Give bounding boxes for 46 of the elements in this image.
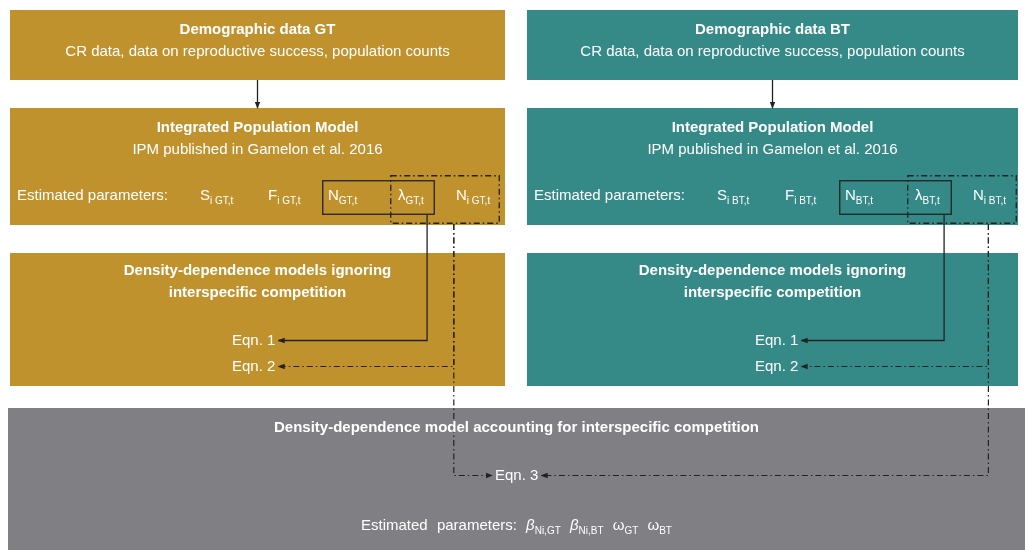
parameter-symbol: N$_{GT,t}$ [328,186,358,206]
parameter-symbol: λ$_{GT,t}$ [398,186,424,206]
arrow [800,214,945,344]
arrow [453,223,493,479]
parameter-group-frame [907,175,1017,224]
parameters-text: Estimated parameters: β$_{Ni,GT}$ β$_{Ni,BT}$ ω$_{GT}$ ω$_{BT}$ [360,516,673,536]
parameter-symbol: S$_{i GT,t}$ [200,186,234,206]
heading: Density-dependence model accounting for interspecific competition [272,417,761,437]
arrow [254,79,261,109]
model-box [527,108,1018,225]
data-box [527,10,1018,80]
heading: Demographic data BT [694,19,851,39]
parameter-symbol: N$_{BT,t}$ [845,186,874,206]
parameter-symbol: N$_{i BT,t}$ [973,186,1007,206]
heading: Density-dependence models ignoring interspecific competition [122,260,393,302]
parameter-symbol: F$_{i GT,t}$ [268,186,301,206]
heading: Demographic data GT [178,19,337,39]
subtitle: IPM published in Gamelon et al. 2016 [131,138,384,159]
subtitle: IPM published in Gamelon et al. 2016 [646,138,899,159]
parameter-group-frame [390,175,500,224]
parameter-group-frame [322,180,435,215]
model-box [10,253,505,386]
heading: Integrated Population Model [155,117,360,137]
subtitle: CR data, data on reproductive success, population counts [579,40,966,61]
arrow [769,79,776,109]
subtitle: CR data, data on reproductive success, population counts [64,40,451,61]
parameter-symbol: N$_{i GT,t}$ [456,186,491,206]
parameter-symbol: λ$_{BT,t}$ [915,186,940,206]
parameter-symbol: S$_{i BT,t}$ [717,186,750,206]
data-box [10,10,505,80]
heading: Integrated Population Model [670,117,875,137]
parameters-label: Estimated parameters: [17,186,168,203]
equation-text: Eqn. 1 [232,331,276,348]
parameter-symbol: F$_{i BT,t}$ [785,186,817,206]
equation-text: Eqn. 1 [755,331,799,348]
equation-text: Eqn. 2 [232,357,276,374]
arrow [277,214,428,344]
model-box [10,108,505,225]
model-box [527,253,1018,386]
equation-text: Eqn. 2 [755,357,799,374]
equation-text: Eqn. 3 [495,466,539,483]
parameters-label: Estimated parameters: [534,186,685,203]
heading: Density-dependence models ignoring interspecific competition [637,260,908,302]
model-panel [8,408,1025,550]
arrow [540,223,989,479]
parameter-group-frame [839,180,952,215]
